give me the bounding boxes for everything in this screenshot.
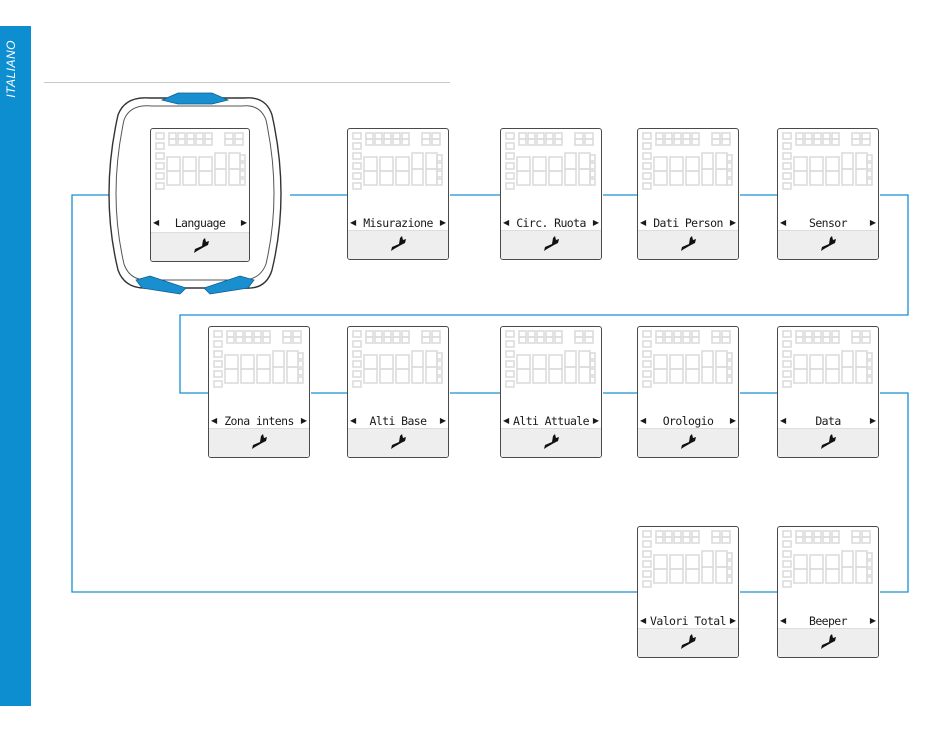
menu-screen: ◀ Valori Total ▶ [637, 526, 739, 658]
arrow-right-icon: ▶ [593, 417, 599, 425]
menu-screen: ◀ Alti Base ▶ [347, 326, 449, 458]
wrench-icon [388, 234, 408, 254]
lcd-ghost-segments [782, 329, 874, 411]
menu-screen: ◀ Data ▶ [777, 326, 879, 458]
menu-screen: ◀ Zona intens ▶ [208, 326, 310, 458]
wrench-icon [249, 432, 269, 452]
wrench-icon [678, 234, 698, 254]
arrow-left-icon: ◀ [211, 417, 217, 425]
menu-row: ◀ Valori Total ▶ [640, 613, 736, 629]
arrow-right-icon: ▶ [593, 219, 599, 227]
settings-footer [348, 230, 448, 259]
menu-label: Alti Base [370, 414, 427, 428]
wrench-icon [541, 234, 561, 254]
wrench-icon [678, 632, 698, 652]
arrow-right-icon: ▶ [870, 617, 876, 625]
menu-screen: ◀ Misurazione ▶ [347, 128, 449, 260]
settings-footer [778, 428, 878, 457]
arrow-right-icon: ▶ [730, 617, 736, 625]
menu-screen: ◀ Alti Attuale ▶ [500, 326, 602, 458]
arrow-left-icon: ◀ [350, 219, 356, 227]
settings-footer [778, 628, 878, 657]
arrow-left-icon: ◀ [350, 417, 356, 425]
menu-row: ◀ Misurazione ▶ [350, 215, 446, 231]
settings-footer [209, 428, 309, 457]
arrow-left-icon: ◀ [780, 617, 786, 625]
settings-footer [778, 230, 878, 259]
menu-label: Valori Total [650, 614, 726, 628]
menu-row: ◀ Zona intens ▶ [211, 413, 307, 429]
wrench-icon [818, 234, 838, 254]
menu-row: ◀ Dati Person ▶ [640, 215, 736, 231]
lcd-ghost-segments [213, 329, 305, 411]
menu-label: Alti Attuale [513, 414, 589, 428]
device-menu-label: Language [175, 216, 226, 230]
arrow-left-icon: ◀ [780, 219, 786, 227]
lcd-ghost-segments [505, 131, 597, 213]
wrench-icon [678, 432, 698, 452]
lcd-ghost-segments [352, 131, 444, 213]
menu-label: Beeper [809, 614, 847, 628]
menu-row: ◀ Orologio ▶ [640, 413, 736, 429]
device-display: ◀ Language ▶ [150, 128, 250, 262]
arrow-left-icon: ◀ [503, 219, 509, 227]
menu-label: Dati Person [653, 216, 723, 230]
menu-label: Circ. Ruota [516, 216, 586, 230]
lcd-ghost-segments [505, 329, 597, 411]
wrench-icon [191, 236, 211, 256]
menu-screen: ◀ Sensor ▶ [777, 128, 879, 260]
wrench-icon [541, 432, 561, 452]
menu-row: ◀ Beeper ▶ [780, 613, 876, 629]
arrow-right-icon: ▶ [870, 219, 876, 227]
lcd-ghost-segments [642, 529, 734, 611]
wrench-icon [818, 632, 838, 652]
arrow-right-icon: ▶ [440, 219, 446, 227]
settings-footer [638, 628, 738, 657]
wrench-icon [388, 432, 408, 452]
lcd-ghost-segments [782, 529, 874, 611]
arrow-right-icon: ▶ [730, 219, 736, 227]
lcd-ghost-segments [155, 131, 247, 213]
arrow-right-icon: ▶ [301, 417, 307, 425]
arrow-right-icon: ▶ [870, 417, 876, 425]
menu-screen: ◀ Orologio ▶ [637, 326, 739, 458]
arrow-left-icon: ◀ [640, 417, 646, 425]
lcd-ghost-segments [642, 131, 734, 213]
arrow-left-icon: ◀ [640, 219, 646, 227]
arrow-left-icon: ◀ [640, 617, 646, 625]
menu-row: ◀ Circ. Ruota ▶ [503, 215, 599, 231]
arrow-right-icon: ▶ [730, 417, 736, 425]
menu-row: ◀ Alti Base ▶ [350, 413, 446, 429]
menu-row: ◀ Alti Attuale ▶ [503, 413, 599, 429]
settings-footer [638, 230, 738, 259]
connector-10 [880, 393, 908, 592]
menu-label: Sensor [809, 216, 847, 230]
lcd-ghost-segments [352, 329, 444, 411]
device-top-button [162, 93, 228, 104]
menu-row: ◀ Data ▶ [780, 413, 876, 429]
device-menu-row: ◀ Language ▶ [153, 215, 247, 231]
arrow-right-icon: ▶ [241, 219, 247, 227]
menu-screen: ◀ Beeper ▶ [777, 526, 879, 658]
menu-label: Zona intens [224, 414, 294, 428]
menu-label: Misurazione [363, 216, 433, 230]
lcd-ghost-segments [642, 329, 734, 411]
lcd-ghost-segments [782, 131, 874, 213]
arrow-left-icon: ◀ [503, 417, 509, 425]
settings-footer [348, 428, 448, 457]
menu-label: Data [815, 414, 840, 428]
arrow-left-icon: ◀ [780, 417, 786, 425]
arrow-right-icon: ▶ [440, 417, 446, 425]
settings-footer [501, 230, 601, 259]
settings-footer [501, 428, 601, 457]
menu-screen: ◀ Dati Person ▶ [637, 128, 739, 260]
menu-screen: ◀ Circ. Ruota ▶ [500, 128, 602, 260]
menu-row: ◀ Sensor ▶ [780, 215, 876, 231]
arrow-left-icon: ◀ [153, 219, 159, 227]
settings-footer [638, 428, 738, 457]
menu-label: Orologio [663, 414, 714, 428]
settings-footer [151, 232, 249, 261]
wrench-icon [818, 432, 838, 452]
